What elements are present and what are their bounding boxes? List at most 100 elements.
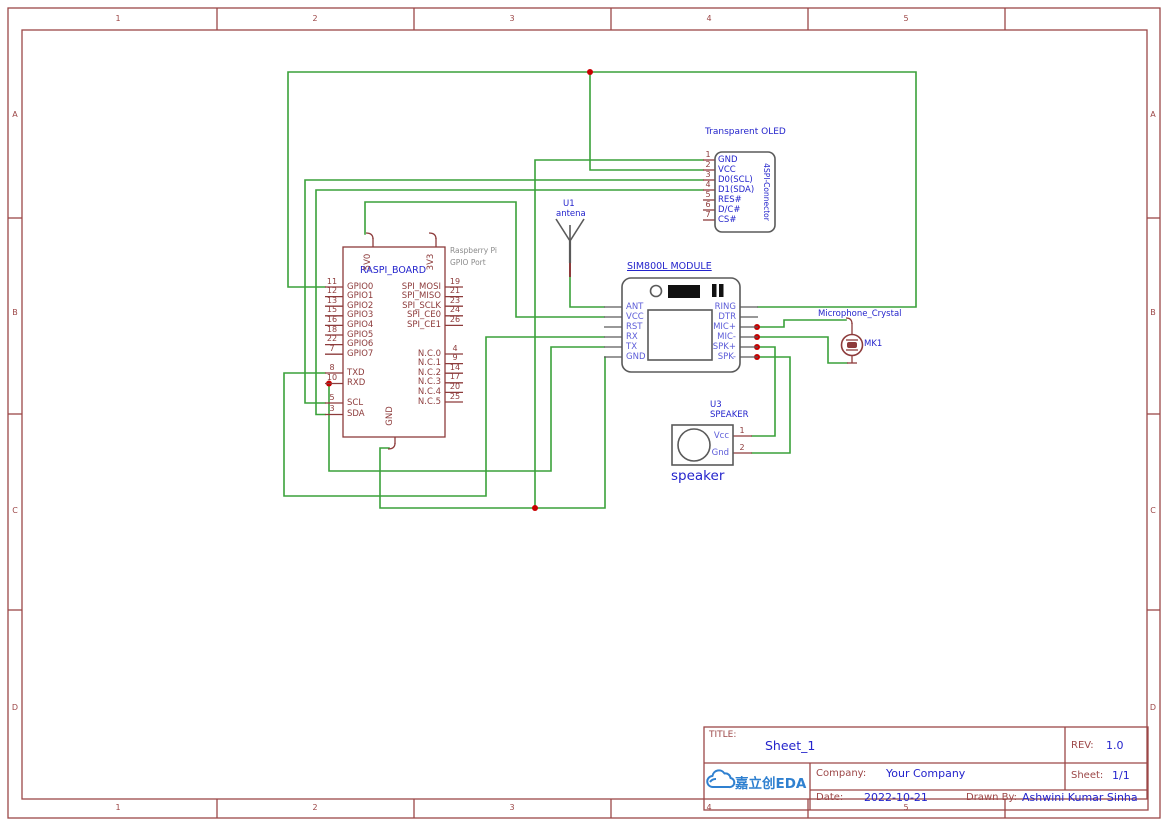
raspi-board-symbol[interactable] — [342, 232, 446, 450]
raspi-note-line2: GPIO Port — [450, 258, 486, 267]
oled-pin-name-RES#: RES# — [718, 194, 742, 205]
sim-pin-name-DTR: DTR — [718, 311, 736, 322]
oled-pin-name-D1(SDA): D1(SDA) — [718, 184, 755, 195]
wire-gpio0-ring — [287, 71, 917, 308]
sim-shield-outline — [647, 309, 713, 361]
wire-rxd-tx — [328, 346, 605, 472]
raspi-pin-number-26: 26 — [449, 314, 461, 324]
sheet-title[interactable]: Sheet_1 — [765, 738, 816, 753]
raspi-pin-name-N.C.2: N.C.2 — [417, 367, 441, 378]
raspi-pin-name-GPIO1: GPIO1 — [347, 291, 374, 302]
sim-pin-name-TX: TX — [626, 341, 638, 352]
raspi-pin-number-16: 16 — [326, 314, 338, 324]
raspi-pin-number-21: 21 — [449, 286, 461, 296]
raspi-pin-number-14: 14 — [449, 362, 461, 372]
sim-pin-name-SPK-: SPK- — [717, 351, 736, 362]
rev-label: REV: — [1071, 740, 1094, 751]
border-col-label: 1 — [115, 803, 121, 812]
oled-pin-name-D0(SCL): D0(SCL) — [718, 174, 753, 185]
wire-5v-simvcc — [364, 201, 605, 318]
antenna-symbol[interactable] — [555, 218, 585, 277]
sim800l-refname[interactable]: SIM800L MODULE — [627, 261, 712, 272]
raspi-refname[interactable]: RASPI_BOARD — [360, 265, 427, 276]
raspi-pin-name-RXD: RXD — [347, 378, 366, 388]
raspi-pin-name-GPIO7: GPIO7 — [347, 348, 374, 359]
oled-pin-name-D/C#: D/C# — [718, 204, 741, 215]
oled-symbol[interactable] — [714, 151, 776, 233]
speaker-pin-number-1: 1 — [739, 425, 745, 435]
pin-stubs — [325, 159, 758, 454]
antenna-value[interactable]: antena — [556, 209, 586, 219]
raspi-note-line1: Raspberry Pi — [450, 246, 497, 255]
speaker-caption[interactable]: speaker — [671, 468, 725, 484]
sim-pin-name-SPK+: SPK+ — [712, 341, 736, 352]
border-col-label: 2 — [312, 14, 318, 23]
raspi-pin-name-N.C.5: N.C.5 — [417, 396, 441, 407]
junction-dot — [587, 69, 593, 75]
raspi-gnd-pin-label: GND — [384, 406, 395, 426]
date-value[interactable]: 2022-10-21 — [864, 791, 928, 804]
wire-scl-oled — [304, 179, 704, 404]
raspi-pin-number-20: 20 — [449, 381, 461, 391]
raspi-pin-number-7: 7 — [329, 343, 335, 353]
border-col-label: 3 — [509, 803, 515, 812]
wire-mic-plus — [756, 319, 847, 328]
raspi-pin-number-25: 25 — [449, 391, 461, 401]
sheet-frame — [7, 7, 1161, 819]
border-col-label: 5 — [903, 14, 909, 23]
junction-dot — [532, 505, 538, 511]
speaker-symbol[interactable] — [671, 424, 734, 466]
oled-pin-number-2: 2 — [705, 159, 711, 169]
oled-pin-name-CS#: CS# — [718, 214, 737, 225]
sheet-value[interactable]: 1/1 — [1112, 769, 1130, 782]
mic-ref[interactable]: MK1 — [864, 339, 883, 349]
wire-sda-oled — [315, 189, 704, 416]
raspi-pin-number-5: 5 — [329, 392, 335, 402]
raspi-pin-number-15: 15 — [326, 305, 338, 315]
raspi-pin-number-13: 13 — [326, 295, 338, 305]
speaker-pin-name-Vcc: Vcc — [713, 430, 729, 441]
mic-label[interactable]: Microphone_Crystal — [818, 309, 902, 319]
antenna-ref[interactable]: U1 — [563, 199, 575, 209]
sim800l-symbol[interactable] — [621, 277, 741, 373]
sim-card-icon — [719, 284, 724, 297]
border-col-label: 2 — [312, 803, 318, 812]
border-row-label: D — [11, 703, 19, 712]
sim-antenna-pad-icon — [649, 284, 663, 298]
raspi-pin-name-SPI_CE1: SPI_CE1 — [407, 319, 441, 330]
raspi-pin-number-11: 11 — [326, 276, 338, 286]
oled-pin-name-VCC: VCC — [718, 164, 736, 175]
oled-label[interactable]: Transparent OLED — [705, 127, 786, 137]
raspi-pin-number-10: 10 — [326, 373, 338, 382]
drawn-by-value[interactable]: Ashwini Kumar Sinha — [1022, 791, 1138, 804]
company-label: Company: — [816, 768, 867, 779]
speaker-ref[interactable]: U3 — [710, 400, 722, 410]
raspi-pin-number-18: 18 — [326, 324, 338, 334]
raspi-pin-name-GPIO5: GPIO5 — [347, 329, 374, 340]
rev-value[interactable]: 1.0 — [1106, 739, 1124, 752]
microphone-symbol[interactable] — [840, 317, 864, 364]
wires[interactable] — [283, 69, 917, 511]
oled-pin-number-3: 3 — [705, 169, 711, 179]
sim-pin-name-ANT: ANT — [626, 301, 644, 312]
wire-spk-plus — [751, 346, 776, 437]
speaker-value[interactable]: SPEAKER — [710, 410, 749, 420]
raspi-pin-name-SPI_SCLK: SPI_SCLK — [402, 300, 441, 311]
raspi-pin-name-GPIO2: GPIO2 — [347, 300, 374, 311]
border-col-label: 3 — [509, 14, 515, 23]
company-value[interactable]: Your Company — [886, 767, 966, 780]
raspi-pin-number-24: 24 — [449, 305, 461, 315]
border-col-label: 4 — [706, 14, 712, 23]
oled-pin-number-5: 5 — [705, 189, 711, 199]
oled-pin-name-GND: GND — [718, 154, 738, 165]
raspi-3v3-pin-label: 3V3 — [425, 253, 436, 271]
sim-card-icon — [712, 284, 717, 297]
sim-module-icon — [668, 285, 700, 298]
raspi-pin-name-GPIO6: GPIO6 — [347, 339, 374, 350]
oled-pin-number-6: 6 — [705, 199, 711, 209]
sim-pin-name-RING: RING — [714, 301, 736, 312]
sheet-label: Sheet: — [1071, 770, 1104, 781]
wire-gnd-net — [379, 356, 606, 509]
speaker-pin-number-2: 2 — [739, 442, 745, 452]
